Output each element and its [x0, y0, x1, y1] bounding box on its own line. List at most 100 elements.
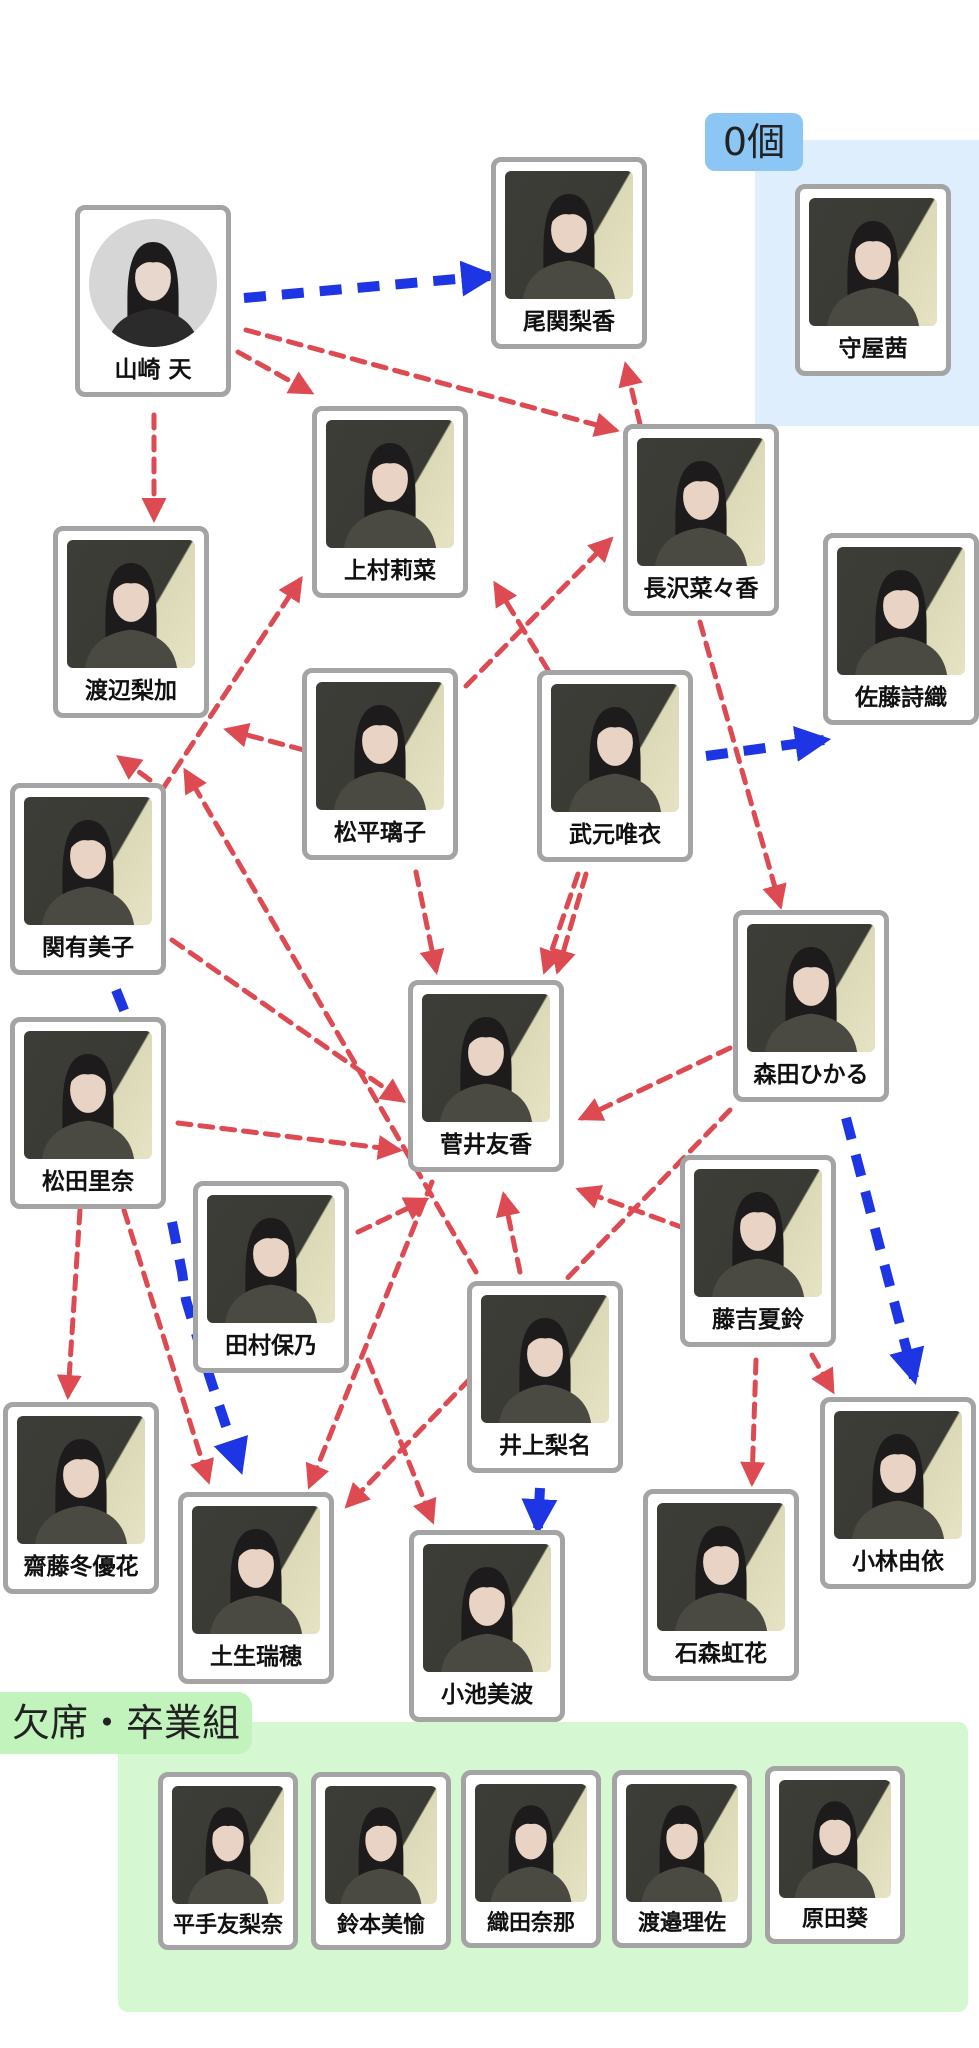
member-photo: [657, 1503, 785, 1631]
member-card-nagasawa[interactable]: 長沢菜々香: [623, 424, 779, 616]
arrow-matsudaira-sugai: [413, 869, 445, 975]
member-photo: [192, 1506, 320, 1634]
arrow-matsuda-habu: [121, 1207, 214, 1485]
member-name: 森田ひかる: [753, 1062, 869, 1088]
arrow-morita-kobayashi: [841, 1116, 925, 1385]
member-photo: [747, 924, 875, 1052]
member-card-fujiyoshi[interactable]: 藤吉夏鈴: [680, 1155, 836, 1347]
member-photo: [422, 994, 550, 1122]
member-photo: [626, 1784, 738, 1902]
member-photo: [694, 1169, 822, 1297]
member-name: 小池美波: [441, 1682, 533, 1708]
arrow-nagasawa-ozeki: [618, 361, 643, 427]
member-card-matsuda[interactable]: 松田里奈: [10, 1017, 166, 1209]
member-card-takemoto[interactable]: 武元唯衣: [537, 670, 693, 862]
member-photo: [17, 1416, 145, 1544]
arrow-tamura-koike: [365, 1357, 437, 1525]
member-card-ishimori[interactable]: 石森虹花: [643, 1489, 799, 1681]
member-card-oda[interactable]: 織田奈那: [461, 1770, 601, 1948]
member-card-morita[interactable]: 森田ひかる: [733, 910, 889, 1102]
zero-label: 0個: [705, 113, 803, 171]
member-name: 菅井友香: [440, 1132, 532, 1158]
member-name: 上村莉菜: [344, 558, 436, 584]
arrow-yamasaki-kamimura: [235, 349, 315, 395]
member-name: 守屋茜: [838, 336, 908, 362]
member-name: 関有美子: [42, 935, 134, 961]
arrow-takemoto-sato: [705, 726, 832, 762]
member-photo: [837, 547, 965, 675]
arrow-seki-kamimura: [159, 575, 303, 793]
member-card-seki[interactable]: 関有美子: [10, 783, 166, 975]
member-name: 尾関梨香: [523, 309, 615, 335]
member-photo: [834, 1411, 962, 1539]
member-photo: [316, 682, 444, 810]
member-name: 平手友梨奈: [172, 1913, 283, 1938]
arrow-matsudaira-watanabe: [223, 723, 307, 753]
member-name: 藤吉夏鈴: [712, 1307, 804, 1333]
member-card-saito[interactable]: 齋藤冬優花: [3, 1402, 159, 1594]
member-name: 渡辺梨加: [85, 678, 177, 704]
arrow-yamasaki-ozeki: [243, 260, 498, 303]
member-photo: [779, 1780, 891, 1898]
member-card-sato[interactable]: 佐藤詩織: [823, 533, 979, 725]
member-photo: [89, 219, 217, 347]
arrow-fujiyoshi-ishimori: [740, 1357, 766, 1487]
member-card-hirate[interactable]: 平手友梨奈: [158, 1772, 298, 1950]
member-card-kamimura[interactable]: 上村莉菜: [312, 406, 468, 598]
member-name: 小林由依: [852, 1549, 944, 1575]
member-photo: [809, 198, 937, 326]
absent-label: 欠席・卒業組: [0, 1692, 252, 1754]
arrow-fujiyoshi-kobayashi: [809, 1352, 835, 1395]
arrow-morita-sugai: [577, 1045, 733, 1121]
arrow-inoue-koike: [521, 1487, 558, 1536]
arrow-matsuda-saito: [56, 1207, 83, 1400]
member-photo: [172, 1786, 284, 1904]
member-card-ozeki[interactable]: 尾関梨香: [491, 157, 647, 349]
arrow-yamasaki-nagasawa: [243, 327, 620, 437]
member-name: 松平璃子: [334, 820, 426, 846]
member-photo: [505, 171, 633, 299]
arrow-matsuda-sugai: [175, 1120, 403, 1160]
member-card-matsudaira[interactable]: 松平璃子: [302, 668, 458, 860]
member-card-harada[interactable]: 原田葵: [765, 1766, 905, 1944]
member-photo: [67, 540, 195, 668]
member-photo: [475, 1784, 587, 1902]
member-card-moriya[interactable]: 守屋茜: [795, 184, 951, 376]
member-photo: [207, 1195, 335, 1323]
arrow-seki-sugai: [169, 937, 407, 1103]
arrow-seki-habu: [111, 988, 240, 1468]
member-name: 武元唯衣: [569, 822, 661, 848]
member-photo: [325, 1786, 437, 1904]
member-photo: [551, 684, 679, 812]
member-name: 鈴本美愉: [336, 1913, 425, 1938]
arrow-inoue-sugai: [495, 1191, 523, 1275]
member-card-habu[interactable]: 土生瑞穂: [178, 1492, 334, 1684]
member-name: 松田里奈: [42, 1169, 134, 1195]
member-card-yamasaki[interactable]: 山崎 天: [75, 205, 231, 397]
arrow-takemoto-sugai: [539, 871, 581, 975]
member-name: 長沢菜々香: [643, 576, 759, 602]
member-name: 佐藤詩織: [855, 685, 947, 711]
member-card-koike[interactable]: 小池美波: [409, 1530, 565, 1722]
arrow-takemoto-sugai-2: [551, 871, 589, 975]
member-name: 原田葵: [801, 1907, 868, 1932]
member-name: 齋藤冬優花: [23, 1554, 139, 1580]
member-card-kobayashi[interactable]: 小林由依: [820, 1397, 976, 1589]
arrow-takemoto-kamimura: [493, 580, 551, 673]
member-card-watanabe-rika[interactable]: 渡辺梨加: [53, 526, 209, 718]
arrow-tamura-sugai: [355, 1197, 430, 1235]
member-photo: [481, 1295, 609, 1423]
member-name: 井上梨名: [499, 1433, 591, 1459]
member-card-suzumoto[interactable]: 鈴本美愉: [311, 1772, 451, 1950]
member-card-watanabe-risa[interactable]: 渡邉理佐: [612, 1770, 752, 1948]
member-photo: [637, 438, 765, 566]
member-name: 織田奈那: [486, 1911, 575, 1936]
member-name: 渡邉理佐: [637, 1911, 726, 1936]
member-card-tamura[interactable]: 田村保乃: [193, 1181, 349, 1373]
member-name: 石森虹花: [675, 1641, 767, 1667]
arrow-nagasawa-morita: [697, 619, 787, 910]
member-card-sugai[interactable]: 菅井友香: [408, 980, 564, 1172]
member-name: 山崎 天: [114, 357, 192, 383]
member-card-inoue[interactable]: 井上梨名: [467, 1281, 623, 1473]
